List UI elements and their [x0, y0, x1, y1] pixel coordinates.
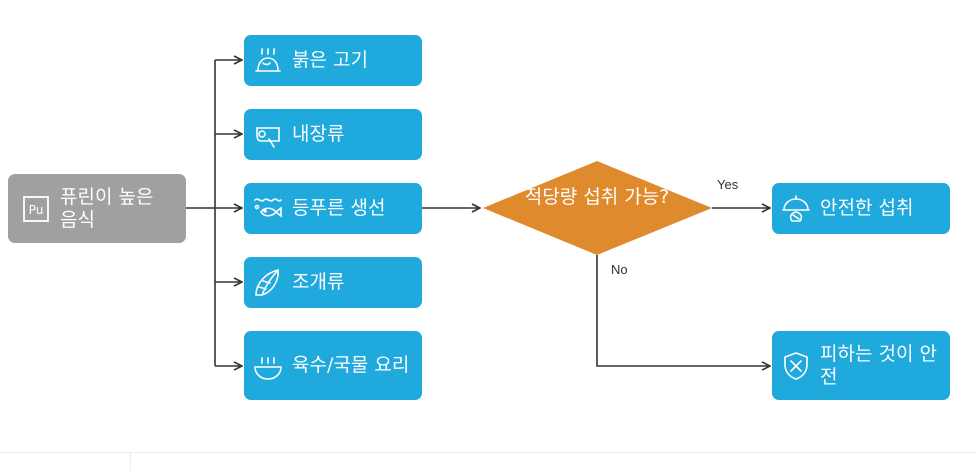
no-arrow: [596, 255, 770, 366]
fish-icon: [252, 193, 284, 225]
shield-x-icon: [780, 350, 812, 382]
organ-meat-icon: [252, 119, 284, 151]
food-node-shellfish[interactable]: 조개류: [244, 257, 422, 308]
no-edge-label: No: [611, 262, 628, 277]
food-label: 육수/국물 요리: [292, 354, 410, 376]
food-label: 등푸른 생선: [292, 197, 386, 219]
food-node-fish[interactable]: 등푸른 생선: [244, 183, 422, 234]
soup-bowl-icon: [252, 350, 284, 382]
start-node-label: 퓨린이 높은 음식: [60, 185, 154, 231]
food-node-organ-meat[interactable]: 내장류: [244, 109, 422, 160]
outcome-label: 안전한 섭취: [820, 197, 914, 219]
food-label: 조개류: [292, 271, 345, 293]
outcome-avoid-node[interactable]: 피하는 것이 안전: [772, 331, 950, 400]
decision-diamond: [483, 161, 712, 255]
roast-meat-icon: [252, 45, 284, 77]
outcome-label: 피하는 것이 안전: [820, 342, 937, 388]
footer-divider-tick: [130, 452, 131, 471]
start-node[interactable]: Pu 퓨린이 높은 음식: [8, 174, 186, 243]
food-label: 붉은 고기: [292, 49, 368, 71]
shell-icon: [252, 267, 284, 299]
decision-label: 적당량 섭취 가능?: [524, 186, 670, 208]
safe-food-icon: [780, 193, 812, 225]
footer-divider: [0, 452, 977, 453]
food-label: 내장류: [292, 123, 345, 145]
outcome-safe-node[interactable]: 안전한 섭취: [772, 183, 950, 234]
yes-edge-label: Yes: [717, 177, 739, 192]
food-node-red-meat[interactable]: 붉은 고기: [244, 35, 422, 86]
food-node-broth[interactable]: 육수/국물 요리: [244, 331, 422, 400]
svg-text:Pu: Pu: [29, 203, 44, 217]
purine-element-icon: Pu: [20, 193, 52, 225]
